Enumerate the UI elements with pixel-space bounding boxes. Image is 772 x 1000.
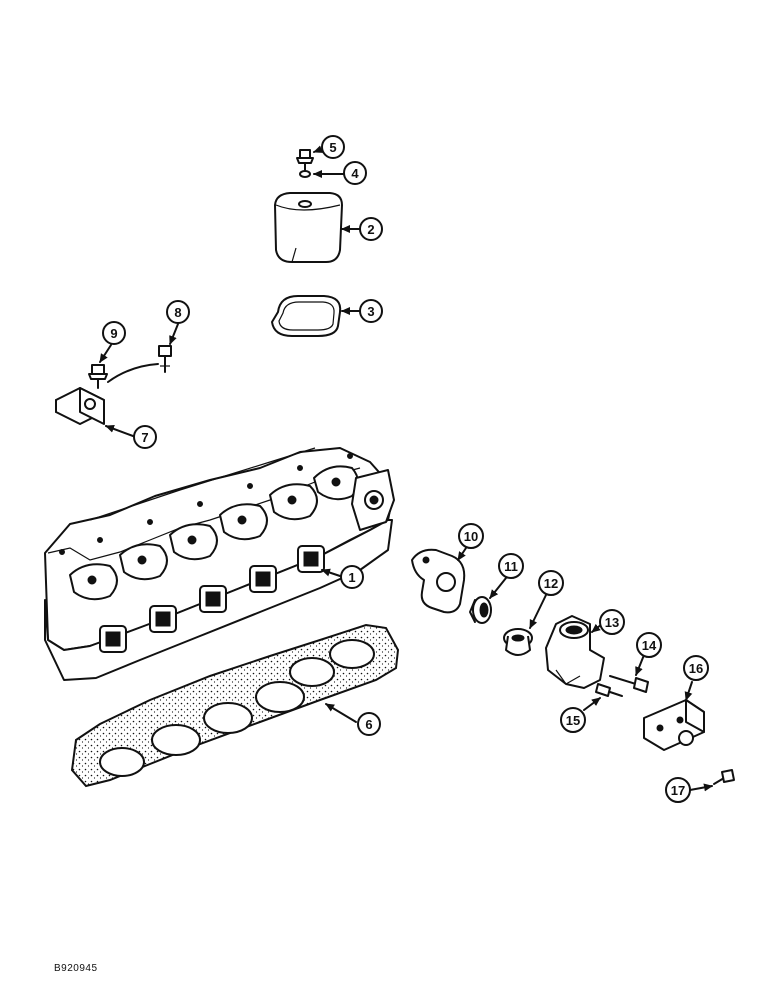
svg-text:1: 1 bbox=[348, 570, 355, 585]
part-6-head-gasket bbox=[70, 623, 400, 788]
part-7-bracket bbox=[55, 387, 105, 425]
svg-text:8: 8 bbox=[174, 305, 181, 320]
part-5-cap-screw bbox=[296, 149, 314, 173]
part-9-bolt bbox=[88, 364, 108, 389]
part-8-screw bbox=[158, 345, 172, 373]
part-4-washer bbox=[299, 170, 311, 178]
part-12-thermostat bbox=[503, 628, 533, 656]
part-10-housing-gasket bbox=[411, 548, 466, 614]
callout-14: 14 bbox=[636, 632, 662, 658]
svg-text:2: 2 bbox=[367, 222, 374, 237]
part-13-housing bbox=[545, 615, 605, 689]
callout-9: 9 bbox=[102, 321, 126, 345]
svg-text:13: 13 bbox=[605, 615, 619, 630]
svg-text:11: 11 bbox=[504, 559, 518, 574]
svg-text:6: 6 bbox=[365, 717, 372, 732]
callout-13: 13 bbox=[599, 609, 625, 635]
part-2-cover bbox=[274, 192, 343, 263]
callout-11: 11 bbox=[498, 553, 524, 579]
svg-text:4: 4 bbox=[351, 166, 359, 181]
leader-lines bbox=[99, 145, 713, 792]
svg-text:16: 16 bbox=[689, 661, 703, 676]
valve-bosses bbox=[69, 465, 359, 601]
callout-5: 5 bbox=[321, 135, 345, 159]
svg-text:10: 10 bbox=[464, 529, 478, 544]
reference-code: B920945 bbox=[54, 963, 98, 974]
callout-8: 8 bbox=[166, 300, 190, 324]
part-1-cylinder-head bbox=[44, 447, 395, 681]
callout-15: 15 bbox=[560, 707, 586, 733]
svg-text:7: 7 bbox=[141, 430, 148, 445]
callout-4: 4 bbox=[343, 161, 367, 185]
callout-2: 2 bbox=[359, 217, 383, 241]
part-14-cap-screw bbox=[609, 675, 649, 693]
svg-text:14: 14 bbox=[642, 638, 657, 653]
svg-text:12: 12 bbox=[544, 576, 558, 591]
callout-10: 10 bbox=[458, 523, 484, 549]
part-15-cap-screw bbox=[595, 683, 623, 697]
exhaust-ports bbox=[99, 545, 325, 653]
callout-1: 1 bbox=[340, 565, 364, 589]
svg-text:3: 3 bbox=[367, 304, 374, 319]
callout-12: 12 bbox=[538, 570, 564, 596]
water-outlet-boss bbox=[351, 469, 395, 531]
callout-7: 7 bbox=[133, 425, 157, 449]
part-3-gasket bbox=[271, 295, 342, 337]
callout-3: 3 bbox=[359, 299, 383, 323]
svg-text:5: 5 bbox=[329, 140, 336, 155]
part-11-seal bbox=[469, 596, 492, 624]
svg-text:9: 9 bbox=[110, 326, 117, 341]
svg-text:17: 17 bbox=[671, 783, 685, 798]
callout-17: 17 bbox=[665, 777, 691, 803]
callout-16: 16 bbox=[683, 655, 709, 681]
part-16-bracket bbox=[643, 699, 705, 751]
callout-6: 6 bbox=[357, 712, 381, 736]
head-studs bbox=[59, 453, 353, 585]
part-17-cap-screw bbox=[713, 769, 735, 785]
svg-text:15: 15 bbox=[566, 713, 580, 728]
